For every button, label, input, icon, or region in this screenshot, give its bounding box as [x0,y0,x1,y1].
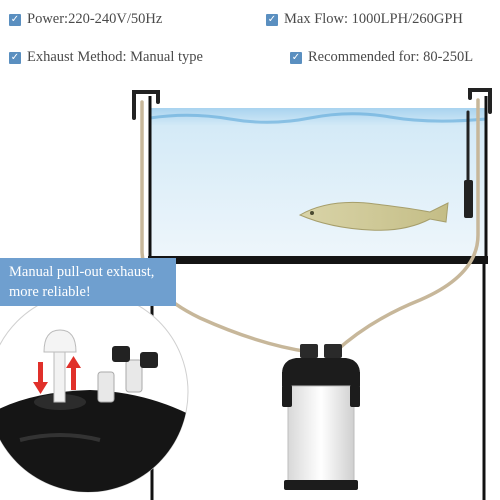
outlet-pipe [464,88,492,218]
spec-power-label: Power:220-240V/50Hz [27,11,163,27]
output-hose [333,98,480,354]
checkmark-icon: ✓ [9,13,21,26]
arrow-up-icon [66,356,81,390]
intake-pipe [132,90,160,120]
arrow-down-icon [33,362,48,394]
spec-exhaust-method: ✓ Exhaust Method: Manual type [9,49,203,66]
checkmark-icon: ✓ [290,51,302,64]
fish [298,201,449,231]
checkmark-icon: ✓ [266,13,278,26]
spec-max-flow: ✓ Max Flow: 1000LPH/260GPH [266,11,463,28]
exhaust-callout: Manual pull-out exhaust, more reliable! [0,258,176,306]
spec-max-flow-label: Max Flow: 1000LPH/260GPH [284,11,463,27]
spec-power: ✓ Power:220-240V/50Hz [9,11,162,28]
tank-water [150,108,486,258]
aquarium-tank [148,96,488,264]
callout-line-2: more reliable! [9,284,91,300]
spec-exhaust-method-label: Exhaust Method: Manual type [27,49,203,65]
checkmark-icon: ✓ [9,51,21,64]
exhaust-detail-inset [0,291,189,493]
spec-recommended-label: Recommended for: 80-250L [308,49,474,65]
canister-filter [282,344,360,490]
water-surface [149,112,487,124]
callout-line-1: Manual pull-out exhaust, [9,264,155,280]
tank-base [148,256,488,264]
spec-recommended: ✓ Recommended for: 80-250L [290,49,473,66]
